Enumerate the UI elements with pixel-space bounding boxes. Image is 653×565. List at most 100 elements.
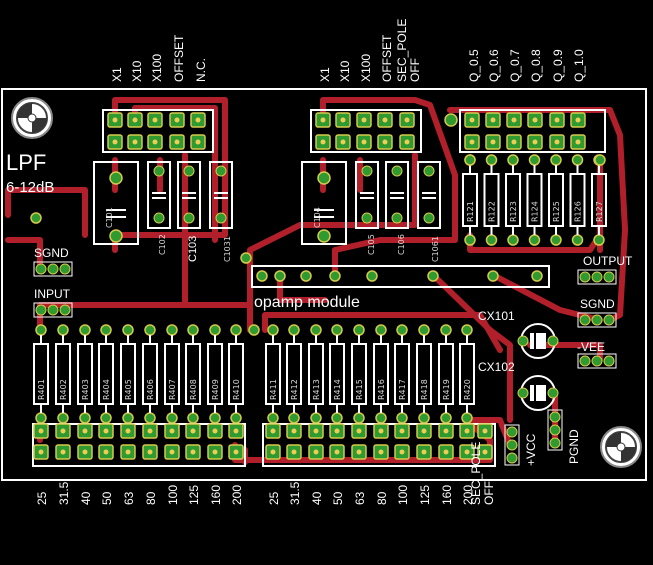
q-header xyxy=(444,109,606,153)
left-gain-labels: X1 X10 X100 OFFSET N.C. xyxy=(110,34,208,82)
resistor: R121 xyxy=(462,154,478,246)
vee-label: -VEE xyxy=(577,340,605,354)
resistor: R408 xyxy=(185,324,201,424)
sgnd-left-label: SGND xyxy=(34,246,69,260)
resistor-label: R406 xyxy=(146,379,155,400)
capacitor-c1061: C1061 xyxy=(417,161,441,262)
pgnd-label: PGND xyxy=(567,429,581,464)
capacitor-label: C103 xyxy=(187,236,199,262)
resistor: R123 xyxy=(505,154,521,246)
capacitor-label: C1031 xyxy=(223,236,232,262)
cx101-label: CX101 xyxy=(478,309,515,323)
q-label: Q_0.6 xyxy=(487,49,501,82)
right-gain-label: SEC_POLE OFF xyxy=(395,15,422,82)
frequency-label: 80 xyxy=(375,491,389,505)
opamp-label: opamp module xyxy=(254,294,360,311)
vias xyxy=(30,154,606,336)
q-label: Q_0.5 xyxy=(467,49,481,82)
q-label: Q_0.9 xyxy=(551,49,565,82)
input-connector: INPUT xyxy=(33,287,73,318)
resistor: R124 xyxy=(526,154,543,246)
right-gain-label: OFFSET xyxy=(380,34,394,82)
mounting-hole-bottom-right xyxy=(600,426,642,468)
frequency-label: 63 xyxy=(122,491,136,505)
right-gain-label: X10 xyxy=(338,60,352,82)
resistor-label: R121 xyxy=(466,201,475,222)
resistor-label: R418 xyxy=(420,379,429,400)
opamp-module: opamp module xyxy=(251,265,550,311)
resistor-label: R419 xyxy=(442,379,451,400)
frequency-label: SEC_POLEOFF xyxy=(469,442,496,505)
resistor: R420 xyxy=(459,324,475,424)
input-label: INPUT xyxy=(34,287,71,301)
q-label: Q_1.0 xyxy=(572,49,586,82)
cx102-label: CX102 xyxy=(478,360,515,374)
resistor-label: R126 xyxy=(574,201,583,222)
q-label: Q_0.7 xyxy=(508,49,522,82)
frequency-label: 31.5 xyxy=(57,481,71,505)
pin-header-outline xyxy=(32,423,246,467)
capacitor-c101: C101 xyxy=(93,161,139,245)
sec-pole-line-1: SEC_POLE xyxy=(395,19,409,82)
resistor-label: R123 xyxy=(509,201,518,222)
resistor-label: R416 xyxy=(377,379,386,400)
capacitor-c103: C103 xyxy=(177,161,201,262)
frequency-label: 125 xyxy=(418,485,432,505)
frequency-label: 160 xyxy=(209,485,223,505)
right-gain-label: X1 xyxy=(318,67,332,82)
frequency-label: 50 xyxy=(331,491,345,505)
frequency-label: 25 xyxy=(35,491,49,505)
resistor-label: R413 xyxy=(312,379,321,400)
frequency-label: 50 xyxy=(100,491,114,505)
left-gain-label: OFFSET xyxy=(172,34,186,82)
frequency-label: 63 xyxy=(353,491,367,505)
q-label: Q_0.8 xyxy=(529,49,543,82)
capacitor-cx101: CX101 xyxy=(478,309,559,359)
resistor-label: R403 xyxy=(81,379,90,400)
resistor-label: R125 xyxy=(552,201,561,222)
sec-pole-line-2: OFF xyxy=(408,58,422,82)
board-title: LPF xyxy=(6,150,46,175)
resistor: R411 xyxy=(265,324,281,424)
sgnd-left-connector: SGND xyxy=(33,246,73,277)
frequency-label: 160 xyxy=(440,485,454,505)
right-gain-header xyxy=(310,109,422,153)
resistor: R417 xyxy=(394,324,410,424)
left-gain-header xyxy=(102,109,214,153)
left-gain-label: N.C. xyxy=(194,58,208,82)
resistor-label: R409 xyxy=(211,379,220,400)
resistor-label: R410 xyxy=(232,379,241,400)
resistor-label: R402 xyxy=(59,379,68,400)
resistor: R122 xyxy=(483,154,500,246)
frequency-label: 25 xyxy=(267,491,281,505)
output-label: OUTPUT xyxy=(583,254,633,268)
resistor: R404 xyxy=(98,324,114,424)
board-subtitle: 6-12dB xyxy=(6,179,54,196)
frequency-label: 80 xyxy=(144,491,158,505)
right-gain-labels: X1 X10 X100 OFFSET SEC_POLE OFF xyxy=(318,15,422,82)
capacitor-c105: C105 xyxy=(355,161,379,255)
left-gain-label: X10 xyxy=(130,60,144,82)
resistor-label: R415 xyxy=(355,379,364,400)
resistor-label: R401 xyxy=(37,379,46,400)
vcc-label: +VCC xyxy=(524,433,538,466)
resistor-label: R408 xyxy=(189,379,198,400)
resistor-label: R405 xyxy=(124,379,133,400)
resistor: R405 xyxy=(120,324,136,424)
resistor: R416 xyxy=(373,324,389,424)
q-labels: Q_0.5 Q_0.6 Q_0.7 Q_0.8 Q_0.9 Q_1.0 xyxy=(467,49,586,82)
capacitor-label: C105 xyxy=(367,234,376,255)
resistor: R402 xyxy=(55,324,71,424)
resistor-label: R414 xyxy=(333,379,342,400)
frequency-label: 100 xyxy=(396,485,410,505)
output-connector: OUTPUT xyxy=(577,254,633,285)
resistor: R414 xyxy=(329,324,345,424)
resistor: R418 xyxy=(416,324,432,424)
frequency-label: 40 xyxy=(79,491,93,505)
mounting-hole-top-left xyxy=(11,97,53,139)
sgnd-right-label: SGND xyxy=(580,297,615,311)
